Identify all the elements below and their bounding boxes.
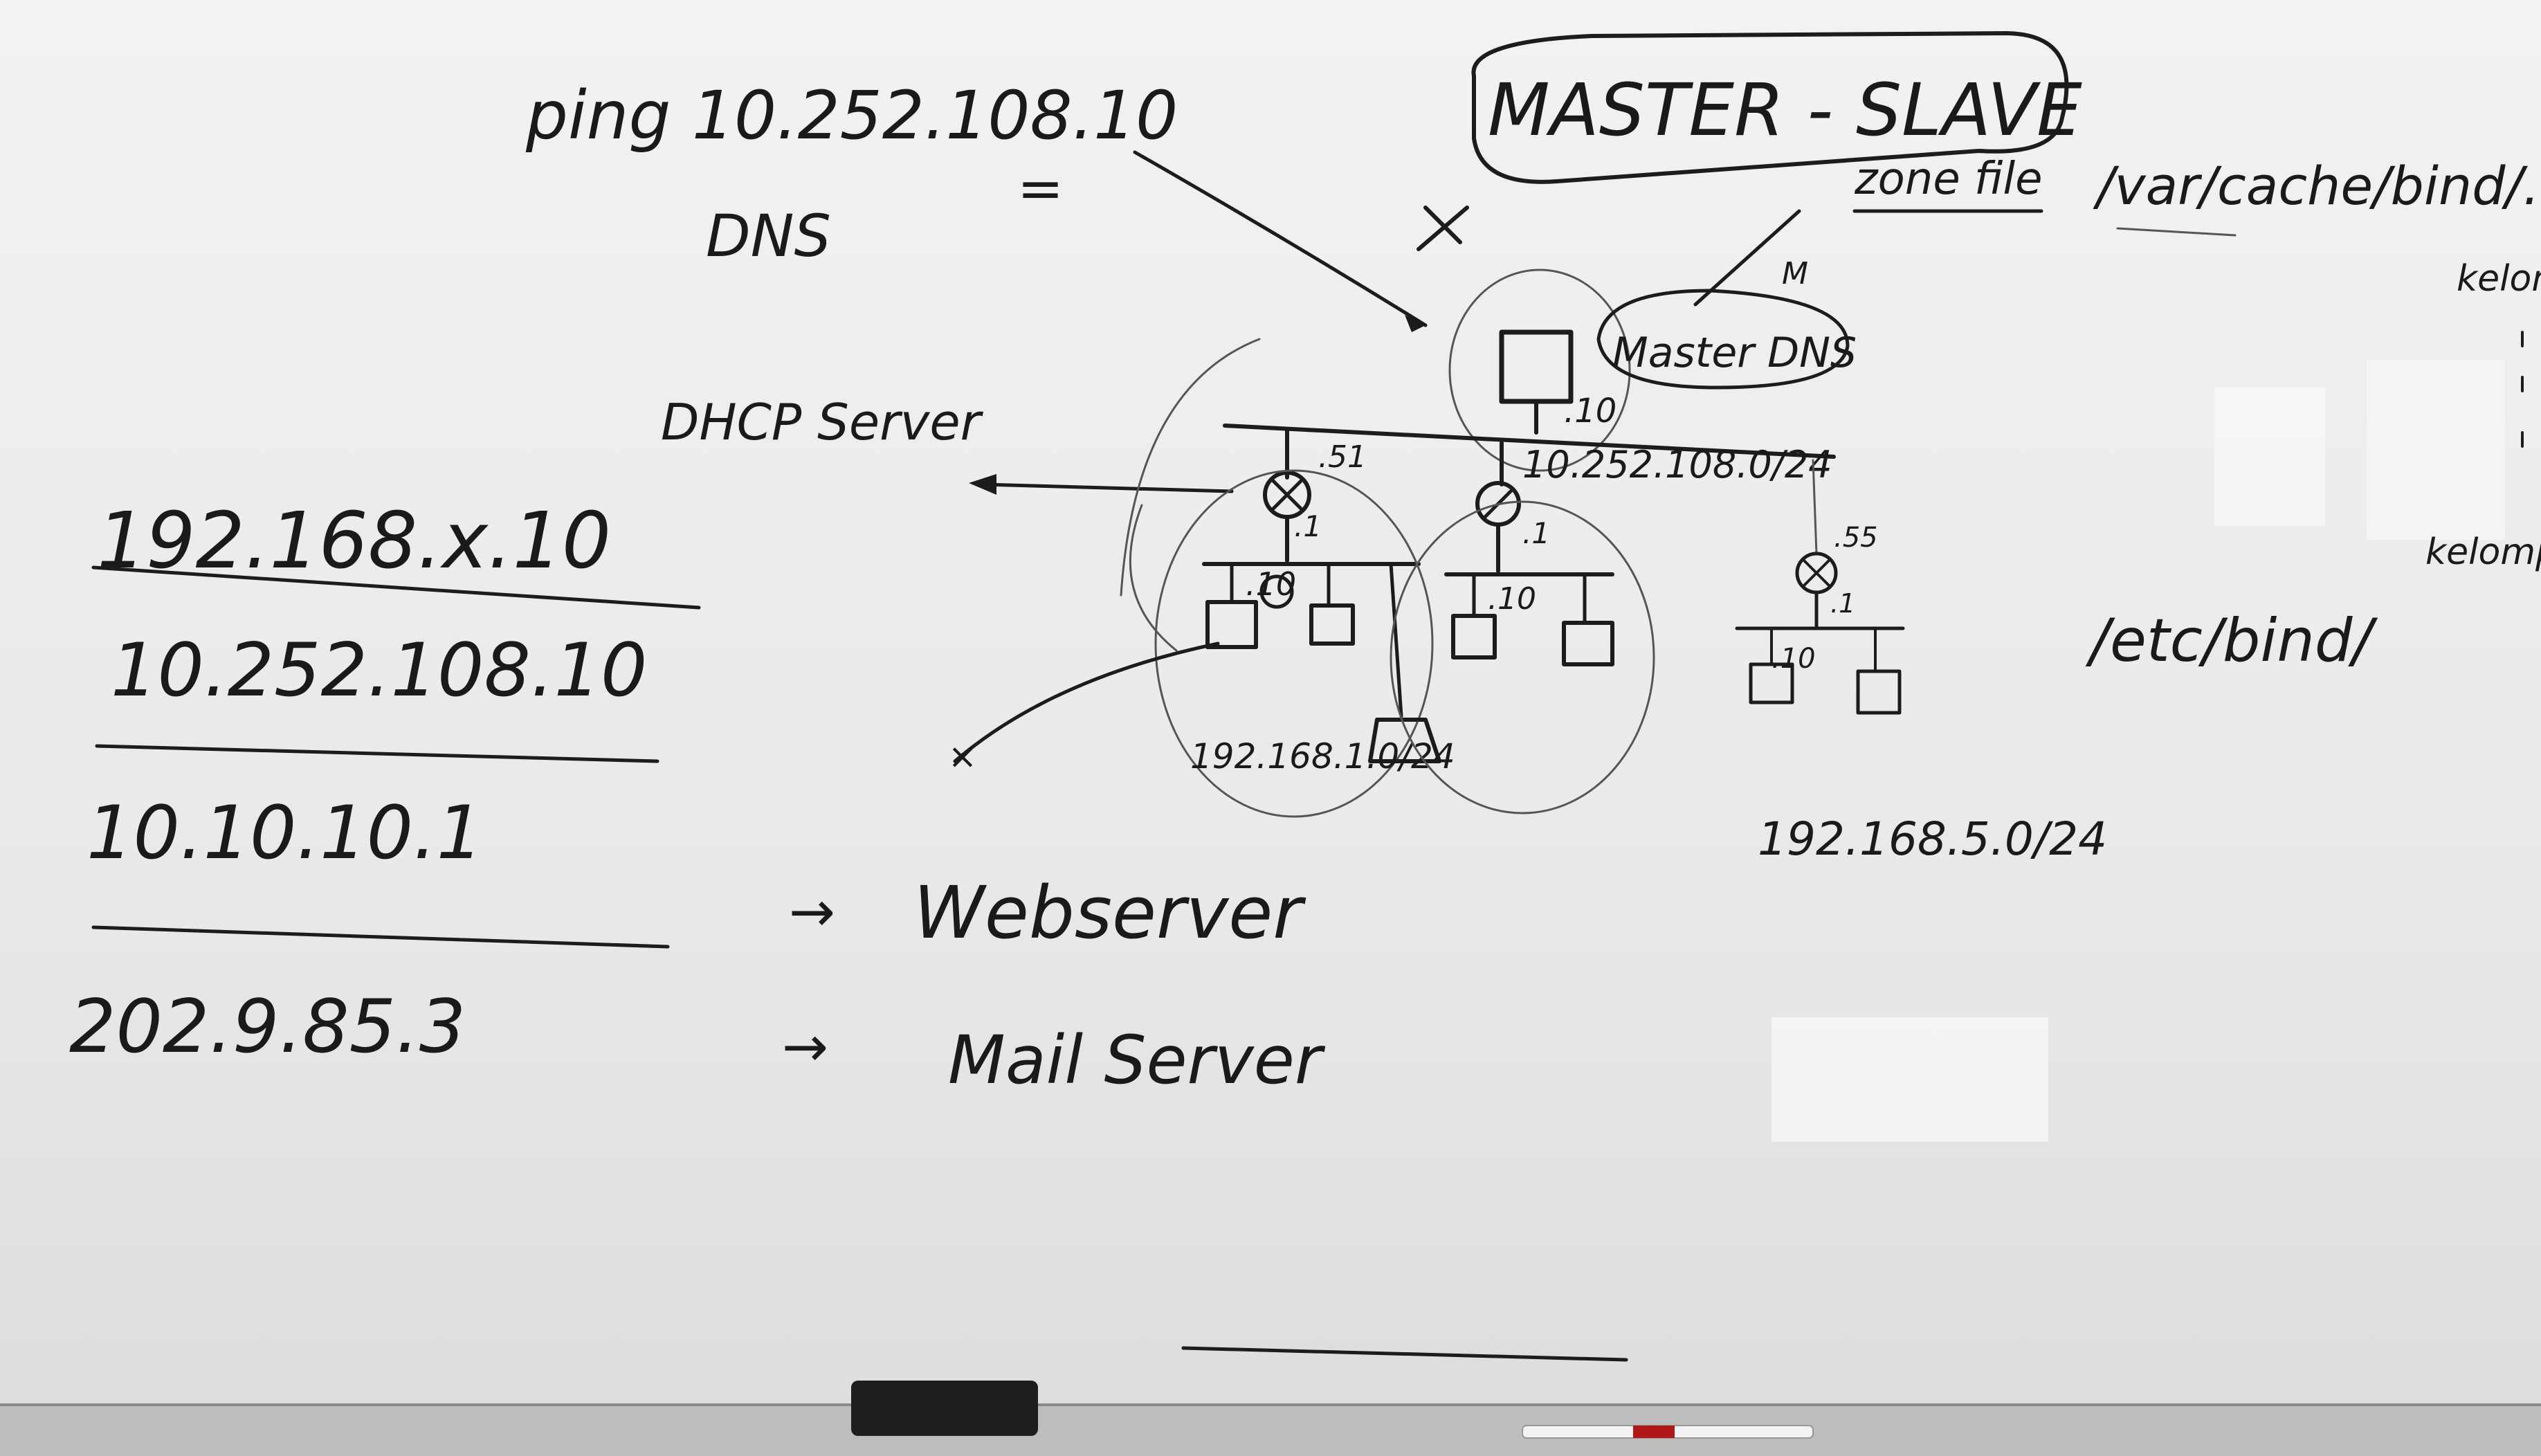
ip-item-1: 192.168.x.10	[97, 496, 611, 586]
marker-tray	[0, 1405, 2541, 1456]
marker-cap	[1633, 1426, 1675, 1438]
host-b2-icon	[1562, 621, 1614, 666]
m-label: M	[1782, 256, 1808, 291]
laptop-icon	[1368, 718, 1441, 763]
master-slave-text: MASTER - SLAVE	[1488, 68, 2082, 152]
network-5-label: 192.168.5.0/24	[1758, 812, 2107, 866]
kelompok-label-1: kelom	[2457, 258, 2541, 300]
lan-a-circle	[1154, 469, 1434, 818]
kelompok-label-2: kelompo	[2425, 531, 2541, 573]
router-b-if-label: .1	[1522, 516, 1550, 550]
network-1-label: 192.168.1.0/24	[1190, 736, 1455, 776]
equals-sign: =	[1017, 156, 1064, 221]
master-dns-bubble	[1596, 289, 1850, 390]
master-dns-server-icon	[1499, 329, 1574, 404]
glare	[2367, 360, 2505, 540]
glare	[1772, 1017, 2048, 1142]
host-b-icon	[1451, 614, 1497, 659]
host-c2-icon	[1856, 669, 1902, 715]
router-c-label: .55	[1834, 522, 1878, 554]
dns-label: DNS	[706, 202, 831, 270]
host-a-label: .10	[1246, 565, 1296, 603]
mail-server-arrow: →	[782, 1014, 828, 1079]
network-main-label: 10.252.108.0/24	[1522, 443, 1832, 486]
host-a2-icon	[1309, 603, 1355, 646]
host-a-icon	[1205, 600, 1258, 649]
router-a-if-label: .1	[1294, 509, 1322, 543]
webserver-arrow: →	[789, 880, 835, 944]
router-a-label: .51	[1318, 439, 1367, 475]
ping-text: ping 10.252.108.10	[525, 77, 1178, 154]
ip-item-2: 10.252.108.10	[111, 628, 648, 713]
ip-item-4: 202.9.85.3	[69, 984, 466, 1069]
master-slave-bubble	[1471, 31, 2069, 184]
mail-server-label: Mail Server	[948, 1021, 1326, 1099]
dns-circle	[1448, 269, 1631, 472]
zone-path: /var/cache/bind/...	[2093, 155, 2541, 217]
backbone-line	[1223, 424, 1836, 459]
router-mini-icon	[1259, 574, 1294, 609]
host-c-icon	[1749, 662, 1794, 704]
webserver-label: Webserver	[913, 871, 1306, 955]
host-b-label: .10	[1488, 581, 1536, 617]
lan-b-circle	[1390, 500, 1655, 815]
router-c-if-label: .1	[1830, 588, 1855, 619]
dhcp-server-label: DHCP Server	[661, 393, 984, 451]
dns-host-label: .10	[1564, 392, 1616, 430]
etc-bind-path: /etc/bind/	[2085, 606, 2378, 675]
x-mark: ×	[948, 736, 977, 776]
host-c-label: .10	[1772, 643, 1816, 675]
eraser	[851, 1381, 1038, 1436]
zone-file-label: zone file	[1854, 154, 2043, 205]
glare	[2214, 388, 2325, 526]
ip-item-3: 10.10.10.1	[86, 790, 483, 875]
master-dns-label: Master DNS	[1612, 329, 1857, 377]
